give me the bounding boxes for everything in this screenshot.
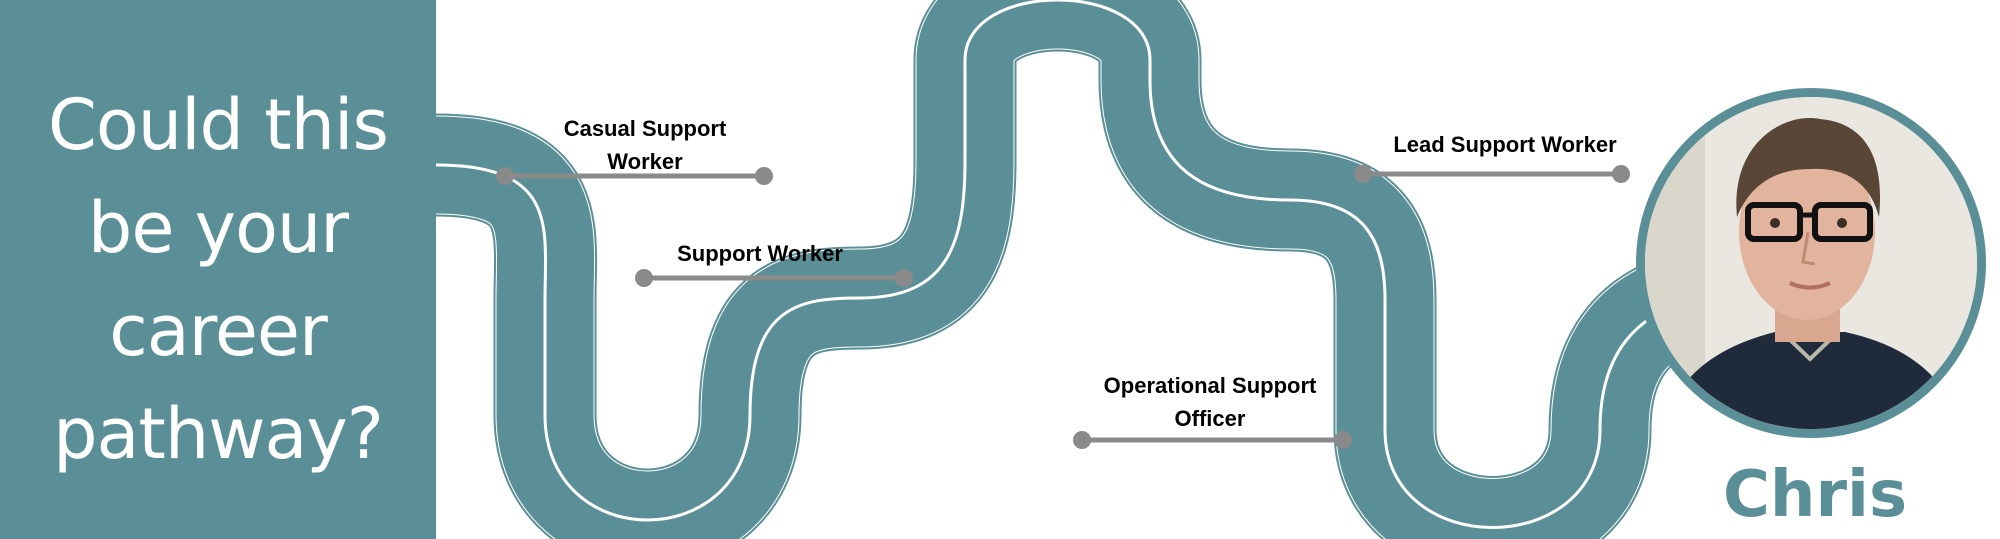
milestone-dot [895, 269, 913, 287]
milestone-dot [755, 167, 773, 185]
milestone-label-line: Worker [607, 149, 683, 174]
milestone-dot [496, 167, 514, 185]
headline: Could this be your career pathway? [0, 74, 436, 486]
headline-line: career [109, 290, 328, 372]
milestone-dot [1334, 431, 1352, 449]
milestone-label: Casual Support Worker [520, 112, 770, 178]
person-portrait-icon [1645, 97, 1977, 429]
headline-panel: Could this be your career pathway? [0, 0, 436, 539]
milestone-dot [1073, 431, 1091, 449]
milestone-label-line: Lead Support Worker [1393, 132, 1617, 157]
milestone-label-line: Officer [1174, 406, 1246, 431]
milestone-label: Support Worker [640, 237, 880, 270]
headline-line: pathway? [53, 393, 384, 475]
milestone-dot [1354, 165, 1372, 183]
milestone-dot [1612, 165, 1630, 183]
headline-line: be your [87, 187, 349, 269]
milestone-dot [635, 269, 653, 287]
person-photo [1636, 88, 1986, 438]
milestone-label: Lead Support Worker [1370, 128, 1640, 161]
milestone-label-line: Support Worker [677, 241, 843, 266]
person-name: Chris [1722, 458, 1908, 532]
milestone-label: Operational Support Officer [1070, 369, 1350, 435]
milestone-label-line: Casual Support [563, 116, 727, 141]
headline-line: Could this [48, 84, 389, 166]
milestone-label-line: Operational Support [1103, 373, 1317, 398]
